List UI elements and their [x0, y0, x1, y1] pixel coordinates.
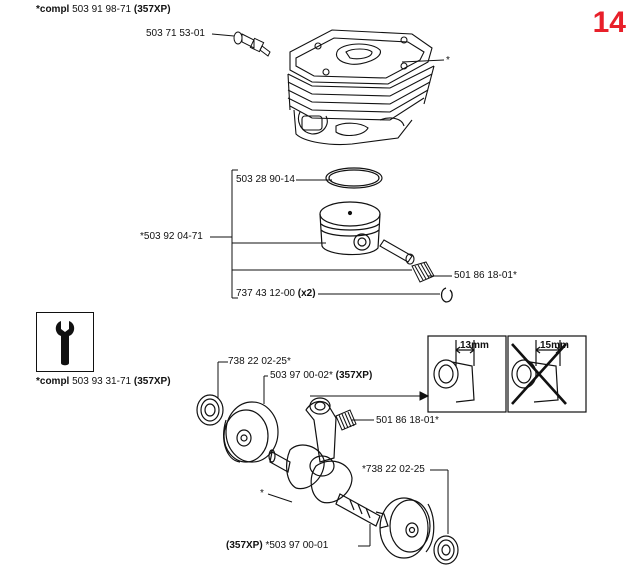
label-needle-bearing-top: 501 86 18-01*: [454, 270, 517, 281]
label-crank-star: *: [260, 488, 264, 499]
label-piston-ring: 503 28 90-14: [236, 174, 295, 185]
crankshaft-assembly-part: [268, 397, 389, 529]
piston-pin-part: [379, 239, 415, 265]
detail-wrong-measure: 15mm: [540, 340, 569, 351]
seal-right-part: [433, 535, 459, 565]
label-decompression-valve: 503 71 53-01: [146, 28, 205, 39]
detail-wrong-box: [507, 335, 587, 413]
bottom-compl-label: *compl 503 93 31-71 (357XP): [36, 376, 171, 387]
label-cylinder-star: *: [446, 55, 450, 66]
crank-half-left-part: [223, 401, 279, 463]
label-seal-left: 738 22 02-25*: [228, 356, 291, 367]
leader-cylinder: [401, 59, 445, 63]
label-circlip: 737 43 12-00 (x2): [236, 288, 316, 299]
label-crankshaft: 503 97 00-02* (357XP): [270, 370, 373, 381]
top-compl-label: *compl 503 91 98-71 (357XP): [36, 4, 171, 15]
piston-ring-part: [325, 167, 383, 189]
detail-ok-measure: 13mm: [460, 340, 489, 351]
detail-ok-box: [427, 335, 507, 413]
label-piston-kit: *503 92 04-71: [140, 231, 203, 242]
circlip-part: [440, 287, 453, 303]
leader-crank-star: [267, 493, 293, 503]
piston-part: [319, 201, 381, 256]
tool-required-box: [36, 312, 94, 372]
needle-bearing-bottom-part: [335, 409, 357, 431]
cylinder-part: [287, 29, 435, 146]
label-crank-half: (357XP) *503 97 00-01: [226, 540, 329, 551]
crank-half-right-part: [379, 497, 435, 559]
decompression-valve-part: [233, 31, 271, 57]
wrench-icon: [55, 321, 75, 366]
label-needle-bearing-bottom: 501 86 18-01*: [376, 415, 439, 426]
page-number: 14: [592, 6, 626, 39]
leader-decomp-valve: [211, 33, 235, 37]
needle-bearing-top-part: [411, 261, 435, 283]
seal-left-part: [196, 394, 224, 426]
label-seal-right: *738 22 02-25: [362, 464, 425, 475]
